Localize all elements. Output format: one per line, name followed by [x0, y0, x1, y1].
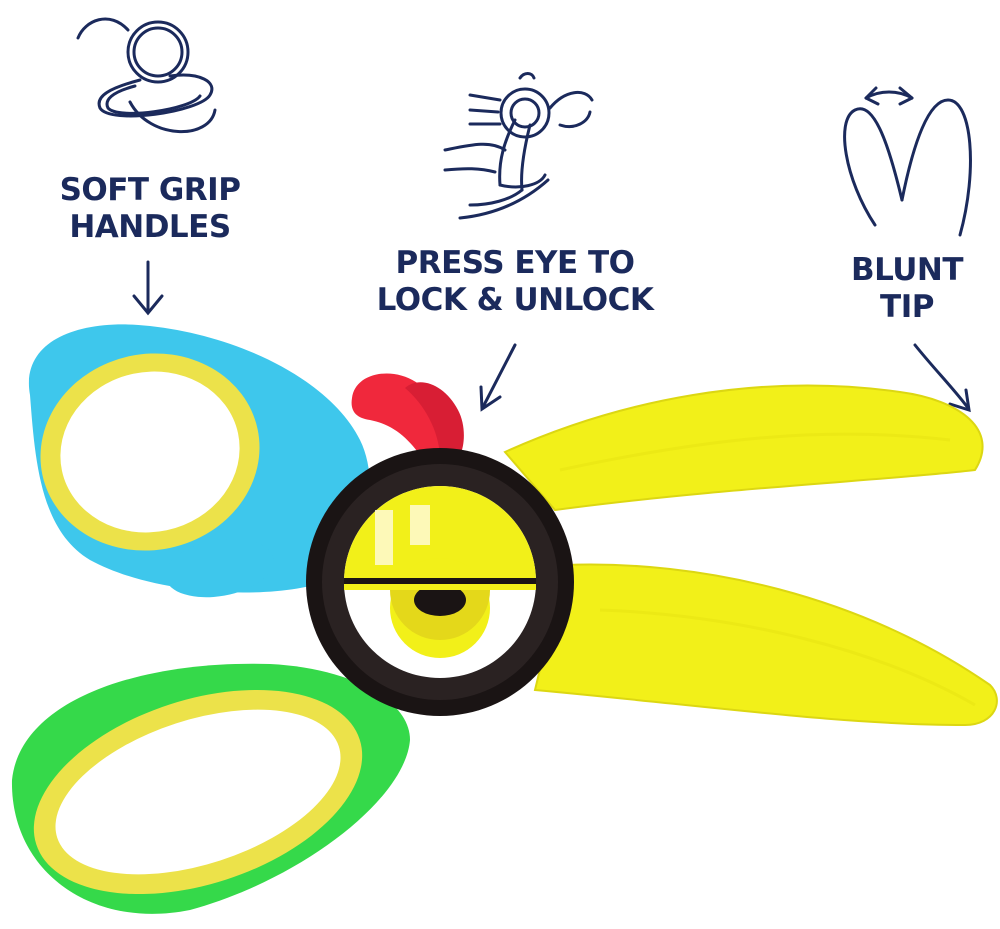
red-comb: [351, 373, 464, 462]
soft-grip-caption: SOFT GRIP HANDLES: [40, 172, 260, 245]
letter-g-handle-icon: [76, 17, 217, 133]
grip-arrow-icon: [132, 260, 164, 316]
bottom-handle: [11, 663, 410, 914]
top-handle: [28, 324, 370, 598]
blunt-tip-caption: BLUNT TIP: [822, 252, 992, 325]
blunt-tip-icon: [843, 86, 972, 237]
eye-lock-button[interactable]: [306, 448, 574, 716]
blunt-tip-line1: BLUNT: [850, 252, 964, 288]
finger-press-icon: [443, 72, 594, 220]
eye-arrow-icon: [479, 343, 517, 412]
blunt-tip-line2: TIP: [880, 288, 934, 325]
soft-grip-line2: HANDLES: [69, 208, 231, 245]
press-eye-line2: LOCK & UNLOCK: [376, 281, 654, 318]
blunt-arrow-icon: [913, 343, 971, 413]
bottom-blade: [533, 563, 998, 727]
press-eye-line1: PRESS EYE TO: [395, 245, 635, 281]
press-eye-caption: PRESS EYE TO LOCK & UNLOCK: [355, 245, 675, 318]
top-blade: [503, 384, 984, 512]
soft-grip-line1: SOFT GRIP: [59, 172, 241, 208]
